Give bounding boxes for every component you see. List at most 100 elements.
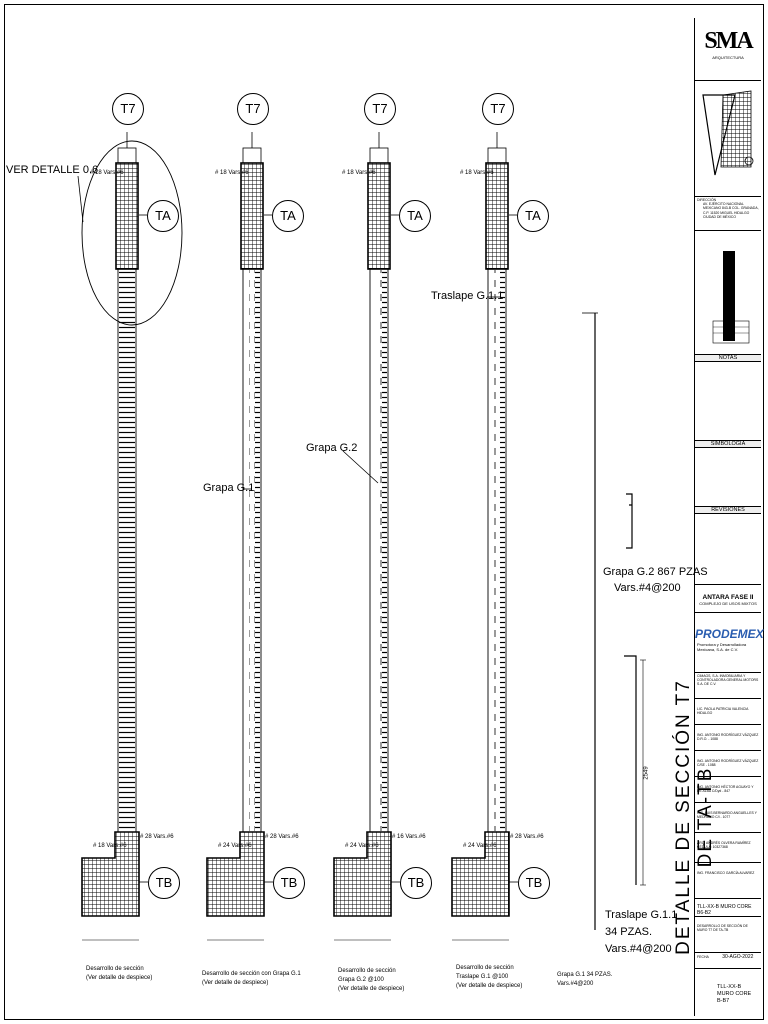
section-3-ties <box>382 270 387 831</box>
traslape-qty-count: 34 PZAS. <box>605 926 653 938</box>
marker-tb-1: TB <box>148 867 180 899</box>
section-2-bar-dashes <box>249 270 255 831</box>
bar-label-bottom-right-4: # 28 Vars.#6 <box>510 834 544 840</box>
title-block: SMA ARQUITECTURA DIRECCIÓN AV. EJÉRCITO … <box>694 18 764 1016</box>
caption-4-line2: Traslape G.1 @100 <box>456 974 509 980</box>
dimension-2549: 2549 <box>643 766 650 780</box>
tb-revisions-title: REVISIONES <box>695 507 761 514</box>
section-2-upper-column <box>240 162 264 270</box>
tb-address-label: DIRECCIÓN <box>697 198 717 202</box>
detail-callout-circle <box>81 140 183 326</box>
marker-ta-3: TA <box>399 200 431 232</box>
section-2-lower-element <box>206 831 265 917</box>
section-4-bar-dashes <box>494 270 500 831</box>
marker-tb-4: TB <box>518 867 550 899</box>
caption-5-line2: Vars.#4@200 <box>557 981 594 987</box>
tb-project-logo <box>695 80 761 196</box>
marker-ta-2: TA <box>272 200 304 232</box>
caption-2-line1: Desarrollo de sección con Grapa G.1 <box>202 971 301 977</box>
bar-label-bottom-left-4: # 24 Vars.#6 <box>463 843 497 849</box>
bar-label-bottom-right-2: # 28 Vars.#6 <box>265 834 299 840</box>
marker-ta-4: TA <box>517 200 549 232</box>
section-2-ties <box>255 270 260 831</box>
section-4-lower-element <box>451 831 510 917</box>
drawing-sheet <box>4 4 764 1020</box>
tb-logo-sub: ARQUITECTURA <box>712 55 744 60</box>
traslape-qty-bars: Vars.#4@200 <box>605 943 672 955</box>
tb-date: FECHA 30-AGO-2022 <box>695 952 761 968</box>
bar-label-top-4: # 18 Vars.#6 <box>460 170 494 176</box>
section-4-upper-column <box>485 162 509 270</box>
bar-label-top-3: # 18 Vars.#6 <box>342 170 376 176</box>
tb-address-text: AV. EJÉRCITO NACIONAL MEXICANO 843-B COL… <box>703 202 759 219</box>
tb-brand-logo: PRODEMEX <box>695 627 764 641</box>
tb-brand: PRODEMEX Promotora y Desarrolladora Mexi… <box>695 612 764 672</box>
tb-logo-text: SMA <box>704 28 753 54</box>
marker-t7-1: T7 <box>112 93 144 125</box>
section-1-stirrups <box>119 270 135 831</box>
tb-notes-title: NOTAS <box>695 355 761 362</box>
caption-4-line3: (Ver detalle de despiece) <box>456 983 523 989</box>
tb-drawing-code-text: TLL-XX-B MURO CORE B6-B2 <box>697 904 752 916</box>
caption-4: Desarrollo de sección Traslape G.1 @100 … <box>456 964 522 991</box>
bar-label-bottom-right-1: # 28 Vars.#6 <box>140 834 174 840</box>
caption-3: Desarrollo de sección Grapa G.2 @100 (Ve… <box>338 967 404 994</box>
tb-sheet-subject-text: DESARROLLO DE SECCIÓN DE MURO T7 DE TA-T… <box>697 924 748 933</box>
caption-1-line2: (Ver detalle de despiece) <box>86 975 153 981</box>
marker-t7-4: T7 <box>482 93 514 125</box>
callout-detail-label: VER DETALLE 0.6 <box>6 164 99 176</box>
marker-tb-2: TB <box>273 867 305 899</box>
traslape-label: Traslape G.1.1 <box>431 290 504 302</box>
grapa-g1-label: Grapa G.1 <box>203 482 255 494</box>
caption-1-line1: Desarrollo de sección <box>86 966 144 972</box>
tb-brand-sub: Promotora y Desarrolladora Mexicana, S.A… <box>697 642 747 652</box>
traslape-shape <box>624 655 637 885</box>
tb-person-7: ING. FRANCISCO GARCÍA ALVAREZ <box>695 862 761 898</box>
tb-project-sub: COMPLEJO DE USOS MIXTOS <box>699 601 757 606</box>
caption-1: Desarrollo de sección (Ver detalle de de… <box>86 965 152 983</box>
tb-logo: SMA ARQUITECTURA <box>695 18 761 80</box>
tb-person-5: ING. LUIS BERNARDO ANGUELLES Y MEDRANO C… <box>695 802 761 832</box>
caption-3-line1: Desarrollo de sección <box>338 968 396 974</box>
caption-2: Desarrollo de sección con Grapa G.1 (Ver… <box>202 970 301 988</box>
tb-project: ANTARA FASE II COMPLEJO DE USOS MIXTOS <box>695 584 761 612</box>
tb-revisions: REVISIONES <box>695 506 761 584</box>
section-3-bar-dashes <box>376 270 382 831</box>
tb-person-6: ARQ. ANDRÉS OLVERA RAMÍREZ CÉDULA: 10327… <box>695 832 761 862</box>
tb-symbology: SIMBOLOGIA <box>695 440 761 506</box>
tb-sheet-number-text: TLL-XX-B MURO CORE B-B7 <box>717 984 752 1004</box>
section-3-upper-column <box>367 162 391 270</box>
tb-sheet-number: TLL-XX-B MURO CORE B-B7 <box>695 968 761 1016</box>
grapa-g2-shape <box>626 493 633 549</box>
bar-label-top-2: # 18 Vars.#6 <box>215 170 249 176</box>
section-2-column-cap <box>242 147 262 164</box>
tb-key-plan <box>695 230 761 354</box>
caption-3-line2: Grapa G.2 @100 <box>338 977 384 983</box>
key-plan-graphic <box>712 251 750 344</box>
tb-notes: NOTAS <box>695 354 761 440</box>
tb-address: DIRECCIÓN AV. EJÉRCITO NACIONAL MEXICANO… <box>695 196 761 230</box>
caption-5-line1: Grapa G.1 34 PZAS. <box>557 972 613 978</box>
bar-label-top-1: # 18 Vars.#6 <box>90 170 124 176</box>
traslape-qty-title: Traslape G.1.1 <box>605 909 678 921</box>
tb-symbology-title: SIMBOLOGIA <box>695 441 761 448</box>
section-1-upper-column <box>115 162 139 270</box>
caption-5: Grapa G.1 34 PZAS. Vars.#4@200 <box>557 971 612 989</box>
marker-ta-1: TA <box>147 200 179 232</box>
grapa-g2-qty: Grapa G.2 867 PZAS <box>603 566 708 578</box>
grapa-g2-label: Grapa G.2 <box>306 442 358 454</box>
tb-person-4: ING. ANTONIO HÉCTOR AGUAYO Y DE ALBA C/D… <box>695 776 761 802</box>
tb-person-3: ING. ANTONIO RODRÍGUEZ VÁZQUEZ C/SE - 10… <box>695 750 761 776</box>
tb-client: CIMAGS, S.A. INMOBILIARIA Y CONTROLADORA… <box>695 672 761 698</box>
caption-3-line3: (Ver detalle de despiece) <box>338 986 405 992</box>
section-3-lower-element <box>333 831 392 917</box>
tb-drawing-code: TLL-XX-B MURO CORE B6-B2 <box>695 898 761 916</box>
project-logo-graphic <box>702 90 754 176</box>
section-1-lower-element <box>81 831 140 917</box>
tb-date-label: FECHA <box>697 955 709 959</box>
tb-person-1: LIC. PAOLA PATRICIA VALENCIA HIDALGO <box>695 698 761 724</box>
section-1-column-cap <box>117 147 137 164</box>
section-4-ties <box>500 270 505 831</box>
bar-label-bottom-left-3: # 24 Vars.#6 <box>345 843 379 849</box>
